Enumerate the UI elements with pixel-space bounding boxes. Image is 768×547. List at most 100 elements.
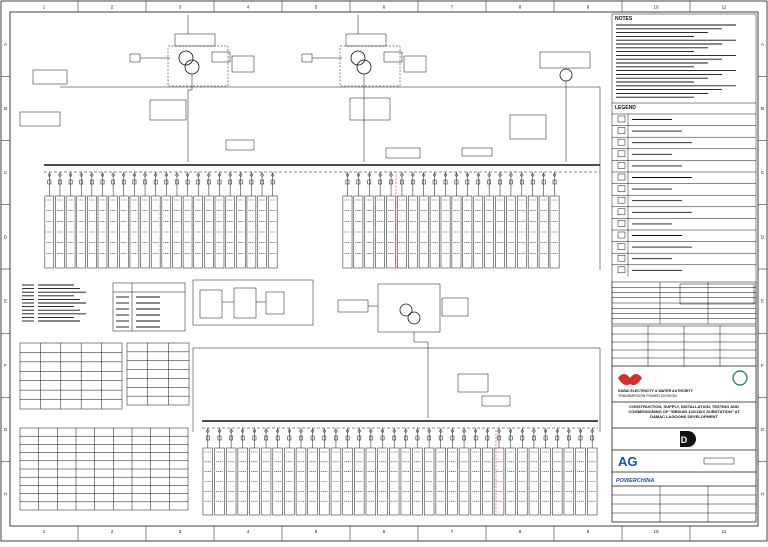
grid-row-label: G: [4, 427, 8, 432]
grid-row-label: E: [761, 299, 764, 304]
ct-box-4: [457, 373, 489, 393]
feeder-panel: [527, 195, 538, 269]
transformer-1-primary-winding: [178, 50, 194, 66]
feeder-panel: [193, 195, 203, 269]
grid-column-label: 8: [519, 529, 522, 534]
inner-frame: [9, 11, 759, 527]
feeder-panel: [246, 195, 257, 269]
contractor-area: AG: [611, 449, 757, 473]
grid-row-label: C: [4, 170, 8, 175]
feeder-panel: [225, 195, 235, 269]
feeder-panel: [549, 195, 560, 269]
feeder-panel: [284, 447, 295, 516]
feeder-panel: [517, 195, 527, 269]
grid-row-label: C: [761, 170, 765, 175]
feeder-panel: [295, 447, 307, 516]
grid-column-label: 6: [383, 529, 386, 534]
feeder-panel: [386, 195, 396, 269]
authority-stamp-box: [679, 283, 755, 305]
dewa-logo-icon: [618, 374, 642, 386]
transformer-1-group: [129, 15, 255, 87]
feeder-panel: [538, 195, 549, 269]
feeder-panel: [44, 195, 55, 269]
legend-table: [612, 113, 756, 277]
client-logo-area: DUBAI ELECTRICITY & WATER AUTHORITY TRAN…: [611, 365, 757, 403]
feeder-panel: [470, 447, 481, 516]
upper-feeder-panels: [44, 172, 560, 269]
grid-column-label: 9: [587, 529, 590, 534]
feeder-panel: [423, 447, 435, 516]
earthing-transformer-symbol: [559, 68, 573, 82]
feeder-panel: [214, 195, 225, 269]
lower-feeder-panels: [202, 428, 598, 516]
feeder-panel: [587, 447, 598, 516]
feeder-panel: [225, 447, 237, 516]
feeder-panel: [505, 447, 516, 516]
cable-schedule-table: [19, 342, 123, 410]
feeder-panel: [377, 447, 388, 516]
ct-box-2: [349, 97, 391, 121]
transformer-3-box: [377, 283, 441, 333]
damac-logo-icon: [680, 431, 696, 447]
feeder-panel: [249, 447, 260, 516]
feeder-panel: [429, 195, 440, 269]
protection-detail-box: [192, 279, 314, 326]
feeder-panel: [87, 195, 97, 269]
consultant-logo: POWERCHINA: [616, 478, 654, 484]
grid-column-label: 2: [111, 529, 114, 534]
feeder-panel: [462, 195, 473, 269]
feeder-panel: [161, 195, 172, 269]
grid-row-label: B: [4, 106, 7, 111]
owner-logo-area: D: [611, 427, 757, 451]
abbreviation-table: [22, 284, 86, 322]
grid-column-label: 2: [111, 5, 114, 10]
grid-row-label: A: [761, 42, 764, 47]
feeder-panel: [140, 195, 150, 269]
damac-logo-letter: D: [681, 435, 688, 445]
feeder-panel: [482, 447, 493, 516]
feeder-panel: [330, 447, 342, 516]
feeder-panel: [495, 195, 505, 269]
feeder-panel: [319, 447, 330, 516]
feeder-panel: [389, 447, 400, 516]
grid-row-label: D: [761, 234, 765, 239]
approval-table: [611, 325, 757, 367]
transformer-2-group: [301, 15, 427, 87]
feeder-panel: [408, 195, 418, 269]
feeder-panel: [342, 195, 353, 269]
ct-box-1: [149, 99, 187, 121]
feeder-panel: [119, 195, 129, 269]
grid-column-label: 1: [43, 5, 46, 10]
grid-row-label: G: [761, 427, 765, 432]
grid-column-label: 8: [519, 5, 522, 10]
feeder-panel: [150, 195, 161, 269]
client-name: DUBAI ELECTRICITY & WATER AUTHORITY: [618, 389, 694, 393]
notes-list: [616, 24, 736, 98]
feeder-panel: [528, 447, 540, 516]
feeder-panel: [412, 447, 423, 516]
transformer-3-secondary-winding: [407, 311, 421, 325]
grid-column-label: 5: [315, 529, 318, 534]
feeder-panel: [517, 447, 528, 516]
feeder-panel: [552, 447, 563, 516]
feeder-panel: [65, 195, 76, 269]
ct-box-3: [509, 114, 547, 140]
feeder-panel: [435, 447, 446, 516]
grid-column-label: 7: [451, 5, 454, 10]
grid-row-label: F: [4, 363, 7, 368]
transformer-2-primary-winding: [350, 50, 366, 66]
feeder-panel: [76, 195, 86, 269]
transformer-3-group: [337, 283, 469, 333]
annotation-box-1: [32, 69, 68, 85]
annotation-box-2: [19, 111, 61, 127]
grid-column-label: 11: [722, 5, 727, 10]
cable-tx1-to-busbar: [187, 84, 193, 162]
feeder-panel: [55, 195, 65, 269]
grid-row-label: E: [4, 299, 7, 304]
equipment-table: [126, 342, 190, 406]
feeder-panel: [451, 195, 462, 269]
grid-row-label: F: [761, 363, 764, 368]
feeder-panel: [272, 447, 283, 516]
